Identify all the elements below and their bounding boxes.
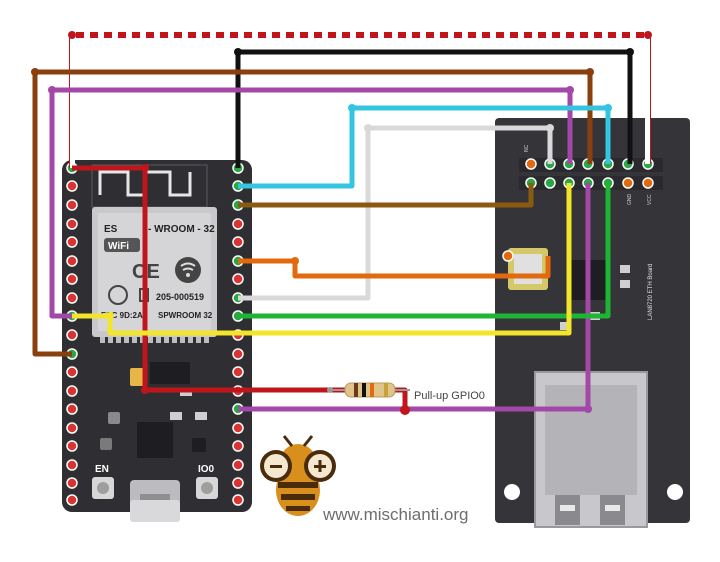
voltage-regulator	[150, 362, 190, 384]
resistor-label: Pull-up GPIO0	[414, 390, 485, 402]
watermark-url: www.mischianti.org	[322, 505, 469, 524]
wire-black	[235, 49, 633, 168]
eth-pin-nc-label: NC	[524, 144, 530, 152]
module-cert-line: 205-000519	[156, 292, 204, 302]
pullup-resistor	[327, 382, 410, 398]
module-model-prefix: ES	[104, 224, 118, 235]
esp32-board: ES - WROOM - 32 WiFi CE 205-000519 FCC 9…	[62, 160, 252, 522]
eth-pin-vcc-label: VCC	[647, 194, 653, 205]
eth-pin-gnd-label: GND	[627, 194, 633, 206]
eth-crystal	[502, 248, 548, 290]
wifi-logo-text: WiFi	[108, 241, 129, 252]
io0-button[interactable]	[196, 477, 218, 499]
wifi-logo-icon: WiFi	[104, 238, 140, 252]
rj45-jack	[534, 371, 648, 528]
button-io0-label: IO0	[198, 464, 215, 475]
eth-board-label: LAN8720 ETH Board	[648, 264, 654, 320]
module-model-suffix: - WROOM - 32	[148, 224, 215, 235]
wifi-waves-icon	[175, 257, 201, 283]
lan8720-board: NC GND VCC LAN8720 ETH Board	[495, 118, 690, 528]
wire-dark-orange	[238, 183, 534, 208]
wire-joints	[31, 31, 652, 415]
usb-uart-chip	[137, 422, 173, 458]
module-fcc-suffix: SPWROOM 32	[158, 311, 213, 320]
module-fcc-prefix: FCC 9D:2A	[101, 311, 143, 320]
esp32-left-pins	[66, 162, 78, 506]
wire-orange	[238, 256, 551, 279]
wire-green	[238, 183, 611, 319]
micro-usb-port	[130, 480, 180, 522]
en-button[interactable]	[92, 477, 114, 499]
wire-yellow	[72, 183, 572, 336]
button-en-label: EN	[95, 464, 109, 475]
bee-logo-icon	[260, 435, 336, 516]
